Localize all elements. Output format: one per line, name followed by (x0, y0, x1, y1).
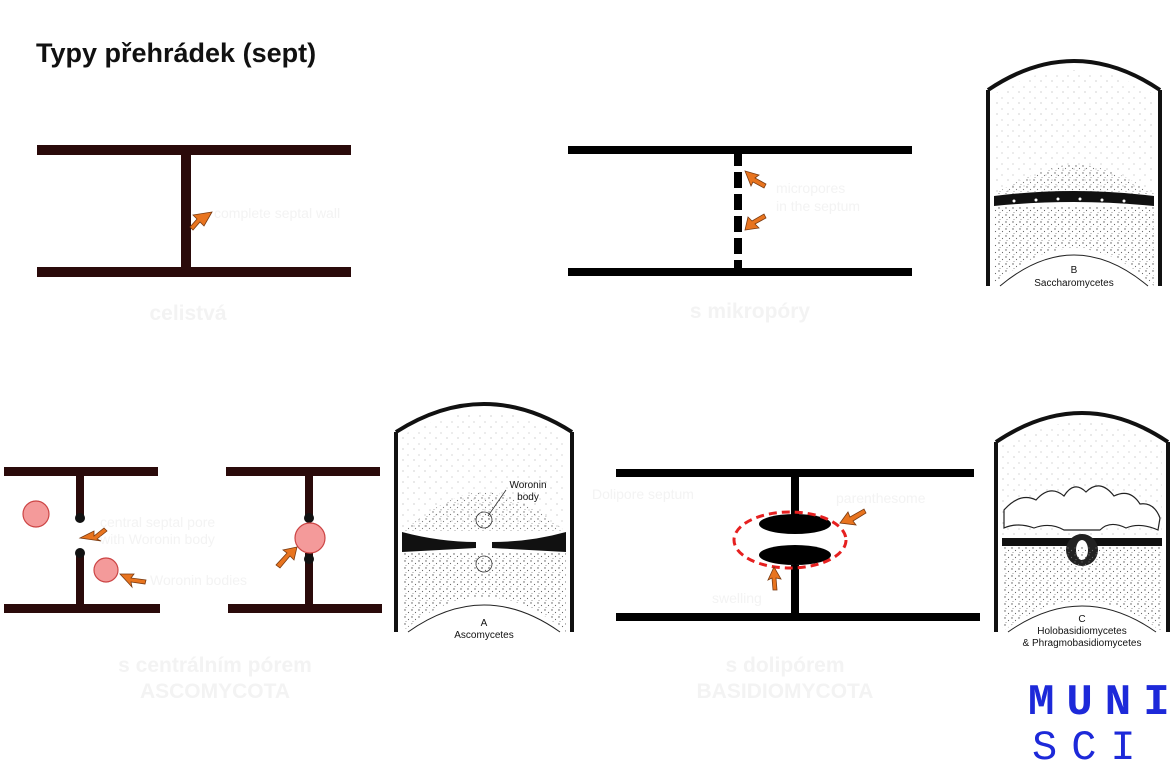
dolipore-diagram (616, 469, 980, 621)
woronin-body (22, 500, 50, 528)
caption-complete: celistvá (149, 302, 227, 325)
micropore-septum-diagram (568, 146, 912, 276)
caption-central-pore-1: s centrálním pórem (118, 654, 312, 677)
septum-segment (734, 260, 742, 268)
septum-lower (76, 553, 84, 604)
arrow-icon (767, 566, 782, 591)
woronin-body-label-1: Woronin (509, 480, 546, 491)
septal-pore-rim (304, 554, 314, 564)
septum-segment (734, 154, 742, 166)
hypha-wall-bottom (37, 267, 351, 277)
woronin-body (93, 557, 119, 583)
parenthesome-lower (759, 545, 831, 565)
septum-upper (791, 477, 799, 519)
panel-a-letter: A (481, 618, 488, 629)
annotation-micropores-2: in the septum (776, 198, 861, 214)
page-title: Typy přehrádek (sept) (36, 38, 317, 68)
dolipore-highlight-ring (732, 510, 848, 570)
hypha-wall-top (37, 145, 351, 155)
arrow-icon (744, 170, 767, 189)
woronin-body-label-2: body (517, 492, 539, 503)
woronin-body-drawing (475, 511, 493, 529)
annotation-swelling: swelling (712, 590, 762, 606)
hypha-wall-bottom (568, 268, 912, 276)
septum-upper (76, 476, 84, 520)
septal-pore-rim (304, 513, 314, 523)
annotation-woronin: Woronin bodies (150, 572, 248, 588)
caption-dolipore-2: BASIDIOMYCOTA (696, 680, 874, 703)
hypha-wall-bottom (4, 604, 160, 613)
hypha-wall-top (568, 146, 912, 154)
hypha-wall-top (616, 469, 974, 477)
septum-upper (305, 476, 313, 520)
caption-micropores: s mikropóry (689, 300, 811, 323)
panel-c-letter: C (1078, 614, 1085, 625)
panel-c-label-2: & Phragmobasidiomycetes (1023, 638, 1142, 649)
hypha-wall-top (4, 467, 158, 476)
septal-pore-rim (75, 548, 85, 558)
septum-wall (181, 155, 191, 267)
saccharomycetes-illustration: B Saccharomycetes (984, 46, 1164, 294)
panel-b-label: Saccharomycetes (1034, 278, 1113, 289)
hypha-wall-bottom (228, 604, 382, 613)
hypha-wall-bottom (616, 613, 980, 621)
arrow-icon (275, 546, 298, 569)
muni-logo: MUNI (1028, 678, 1176, 728)
septum-segment (734, 172, 742, 188)
complete-septum-diagram (37, 145, 351, 277)
arrow-icon (839, 508, 867, 526)
panel-c-label-1: Holobasidiomycetes (1037, 626, 1127, 637)
caption-central-pore-2: ASCOMYCOTA (139, 680, 291, 703)
caption-dolipore-1: s dolipórem (725, 654, 845, 677)
woronin-body-plugging-pore (294, 522, 326, 554)
panel-a-label: Ascomycetes (454, 630, 513, 641)
septum-segment (734, 194, 742, 210)
septum-segment (734, 216, 742, 232)
septum-lower (305, 553, 313, 604)
basidiomycetes-illustration: C Holobasidiomycetes & Phragmobasidiomyc… (990, 400, 1174, 654)
panel-b-letter: B (1071, 265, 1078, 276)
septum-segment (734, 238, 742, 254)
arrow-icon (744, 213, 767, 231)
arrow-icon (78, 527, 108, 542)
arrow-icon (189, 211, 213, 231)
central-pore-diagram (4, 467, 382, 613)
annotation-dolipore: Dolipore septum (592, 486, 694, 502)
sci-logo: SCI (1032, 724, 1150, 772)
arrow-icon (119, 573, 147, 589)
ascomycetes-illustration: Woronin body A Ascomycetes (390, 392, 578, 644)
septal-pore-rim (75, 513, 85, 523)
hypha-wall-top (226, 467, 380, 476)
annotation-parenthesome: parenthesome (836, 490, 926, 506)
parenthesome-upper (759, 514, 831, 534)
annotation-micropores-1: micropores (776, 180, 846, 196)
septum-lower (791, 565, 799, 613)
annotation-central-pore-2: with Woronin body (100, 531, 215, 547)
annotation-complete: complete septal wall (214, 205, 341, 221)
annotation-central-pore-1: central septal pore (100, 514, 216, 530)
